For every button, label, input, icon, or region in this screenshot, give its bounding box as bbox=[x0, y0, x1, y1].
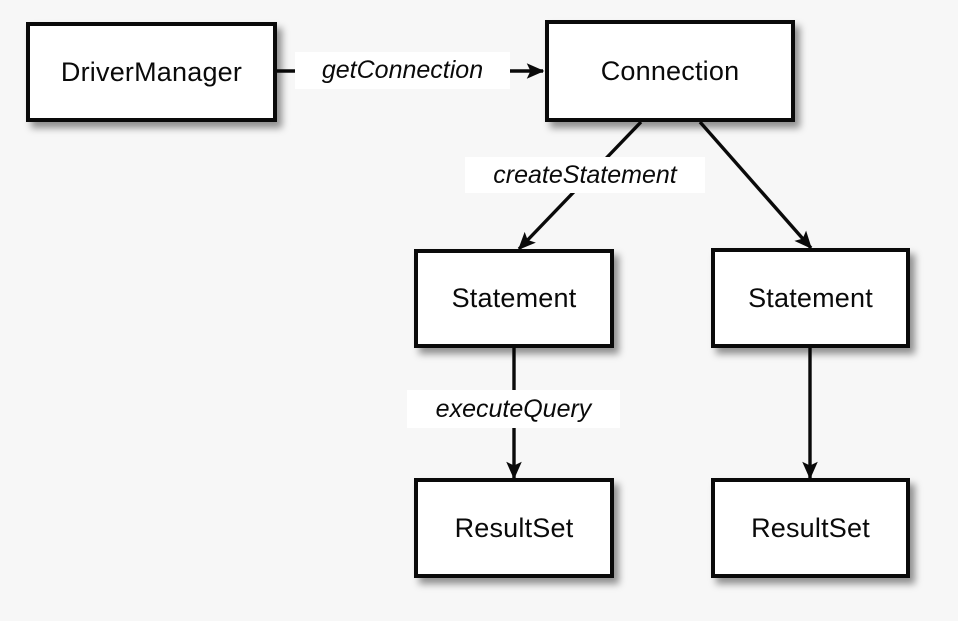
edge-label-getconnection: getConnection bbox=[295, 52, 510, 89]
node-resultset-2[interactable]: ResultSet bbox=[711, 478, 910, 578]
node-statement-2[interactable]: Statement bbox=[711, 248, 910, 348]
edge-label-executequery: executeQuery bbox=[407, 390, 620, 428]
node-resultset-1[interactable]: ResultSet bbox=[414, 478, 614, 578]
node-statement-1[interactable]: Statement bbox=[414, 249, 614, 348]
node-label-resultset-1: ResultSet bbox=[454, 512, 574, 543]
node-label-drivermanager: DriverManager bbox=[60, 56, 243, 87]
node-drivermanager[interactable]: DriverManager bbox=[26, 22, 277, 122]
node-label-resultset-2: ResultSet bbox=[751, 512, 870, 543]
edge-createstatement-2-line bbox=[698, 120, 813, 250]
node-connection[interactable]: Connection bbox=[545, 20, 795, 122]
node-label-connection: Connection bbox=[600, 55, 740, 86]
edge-label-createstatement: createStatement bbox=[465, 157, 705, 193]
node-label-statement-1: Statement bbox=[451, 283, 577, 313]
node-label-statement-2: Statement bbox=[748, 282, 873, 313]
